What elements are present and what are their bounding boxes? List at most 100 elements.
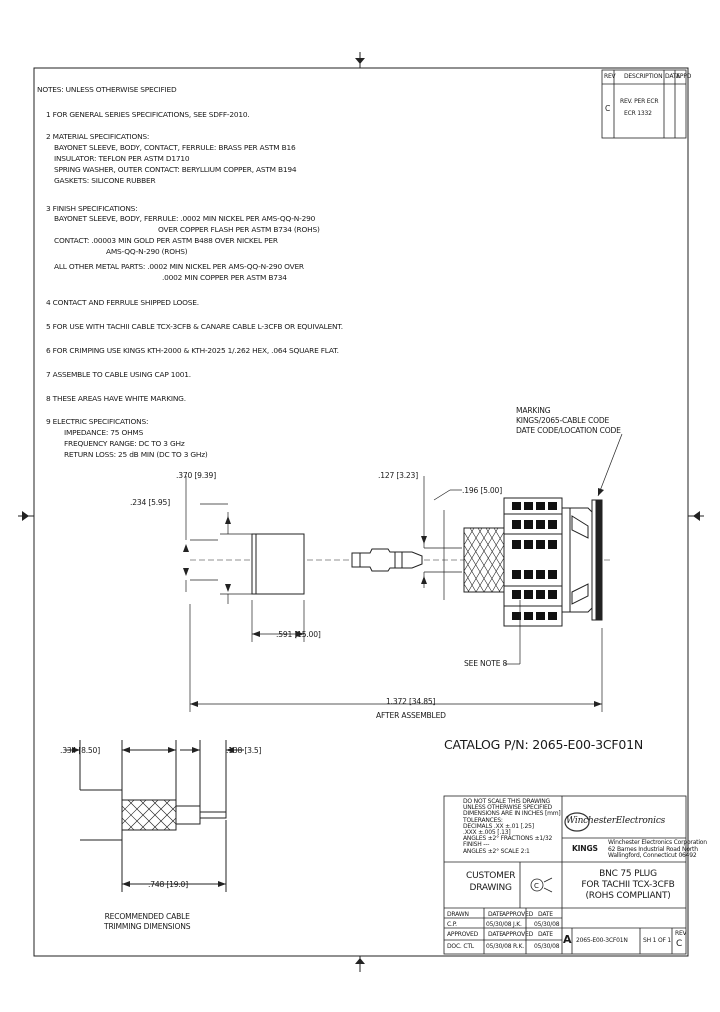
note-2: 2 MATERIAL SPECIFICATIONS: <box>46 132 150 141</box>
field-value: DOC. CTL <box>447 943 474 950</box>
field-label: APPROVED <box>447 931 479 938</box>
note-9-line: IMPEDANCE: 75 OHMS <box>64 428 144 437</box>
customer-drawing-label: CUSTOMER DRAWING <box>466 870 515 894</box>
note-3-line: AMS-QQ-N-290 (ROHS) <box>106 247 188 256</box>
kings-logo: KINGS <box>572 844 598 853</box>
trim-caption-line: TRIMMING DIMENSIONS <box>104 922 191 931</box>
company-logo: WinchesterElectronics <box>566 816 666 826</box>
field-label: APPROVED <box>502 911 534 918</box>
note-3: 3 FINISH SPECIFICATIONS: <box>46 204 138 213</box>
strip-dimension-138: .138 [3.5] <box>226 746 262 755</box>
dimension-591: .591 [15.00] <box>276 630 321 639</box>
strip-dimension-748: .748 [19.0] <box>148 880 188 889</box>
field-value: R.K. <box>513 943 524 950</box>
tolerance-line: ANGLES ±2° FRACTIONS ±1/32 <box>463 835 553 843</box>
note-4: 4 CONTACT AND FERRULE SHIPPED LOOSE. <box>46 298 199 307</box>
see-note-8-label: SEE NOTE 8 <box>464 659 508 668</box>
title-block-grid <box>443 795 687 955</box>
product-title-line: (ROHS COMPLIANT) <box>585 891 671 901</box>
sheet-number: SH 1 OF 1 <box>643 937 672 944</box>
tolerance-line: .XXX ±.005 [.13] <box>463 829 511 837</box>
note-3-line: OVER COPPER FLASH PER ASTM B734 (ROHS) <box>158 225 320 234</box>
field-label: DATE <box>488 931 503 938</box>
rev-field-label: REV <box>675 930 687 937</box>
field-value: 05/30/08 <box>534 943 560 950</box>
company-address: Winchester Electronics Corporation 62 Ba… <box>608 839 707 860</box>
revision-block <box>601 69 687 139</box>
dimension-370: .370 [9.39] <box>176 471 216 480</box>
company-line: 62 Barnes Industrial Road North <box>608 845 698 853</box>
note-3-line: CONTACT: .00003 MIN GOLD PER ASTM B488 O… <box>54 236 278 245</box>
dimension-1372: 1.372 [34.85] <box>386 697 436 706</box>
company-line: Wallingford, Connecticut 06492 <box>608 852 697 860</box>
field-label: DATE <box>538 931 553 938</box>
rev-header-appd: APPD <box>676 73 692 80</box>
note-2-line: INSULATOR: TEFLON PER ASTM D1710 <box>54 154 190 163</box>
marking-label: MARKING KINGS/2065-CABLE CODE DATE CODE/… <box>516 406 621 436</box>
trim-caption-line: RECOMMENDED CABLE <box>104 912 190 921</box>
field-label: DRAWN <box>447 911 469 918</box>
cable-trim-view <box>66 740 244 892</box>
catalog-part-number: CATALOG P/N: 2065-E00-3CF01N <box>444 737 643 752</box>
note-2-line: GASKETS: SILICONE RUBBER <box>54 176 156 185</box>
product-title: BNC 75 PLUG FOR TACHII TCX-3CFB (ROHS CO… <box>580 869 676 902</box>
customer-drawing-line: CUSTOMER <box>466 871 516 881</box>
drawing-frame <box>33 67 689 957</box>
svg-text:C: C <box>534 882 539 890</box>
company-line: Winchester Electronics Corporation <box>608 839 707 846</box>
note-3-line: .0002 MIN COPPER PER ASTM B734 <box>162 273 287 282</box>
dimension-196: .196 [5.00] <box>462 486 502 495</box>
tolerance-block: DO NOT SCALE THIS DRAWING UNLESS OTHERWI… <box>463 798 561 855</box>
note-9-line: RETURN LOSS: 25 dB MIN (DC TO 3 GHz) <box>64 450 208 459</box>
rev-header-date: DATE <box>665 73 680 80</box>
marking-line: DATE CODE/LOCATION CODE <box>516 426 621 435</box>
note-2-line: SPRING WASHER, OUTER CONTACT: BERYLLIUM … <box>54 165 297 174</box>
rev-letter: C <box>605 104 611 113</box>
note-9-line: FREQUENCY RANGE: DC TO 3 GHz <box>64 439 185 448</box>
rev-header-rev: REV <box>604 73 616 80</box>
sheet-size: A <box>563 933 572 946</box>
tolerance-line: DO NOT SCALE THIS DRAWING <box>463 798 551 805</box>
strip-dimension-334: .334 [8.50] <box>60 746 100 755</box>
tolerance-line: DIMENSIONS ARE IN INCHES [mm] <box>463 810 561 818</box>
field-value: C.P. <box>447 921 457 928</box>
note-7: 7 ASSEMBLE TO CABLE USING CAP 1001. <box>46 370 191 379</box>
rev-description-line: REV. PER ECR <box>620 98 659 105</box>
note-3-line: ALL OTHER METAL PARTS: .0002 MIN NICKEL … <box>54 262 304 271</box>
dimension-127: .127 [3.23] <box>378 471 418 480</box>
dimension-234: .234 [5.95] <box>130 498 170 507</box>
field-value: J.K. <box>513 921 522 928</box>
tolerance-line: TOLERANCES: <box>463 816 503 824</box>
rev-field-value: C <box>676 939 683 949</box>
tolerance-line: FINISH --- <box>463 841 490 849</box>
tolerance-line: UNLESS OTHERWISE SPECIFIED <box>463 804 552 812</box>
after-assembled-label: AFTER ASSEMBLED <box>376 711 446 720</box>
note-6: 6 FOR CRIMPING USE KINGS KTH-2000 & KTH-… <box>46 346 339 355</box>
tolerance-line: DECIMALS .XX ±.01 [.25] <box>463 822 534 830</box>
field-label: APPROVED <box>502 931 534 938</box>
marking-line: MARKING <box>516 406 551 415</box>
customer-drawing-line: DRAWING <box>469 883 512 893</box>
note-5: 5 FOR USE WITH TACHII CABLE TCX-3CFB & C… <box>46 322 343 331</box>
note-2-line: BAYONET SLEEVE, BODY, CONTACT, FERRULE: … <box>54 143 296 152</box>
field-value: 05/30/08 <box>486 921 512 928</box>
tolerance-line: ANGLES ±2° SCALE 2:1 <box>463 847 530 855</box>
trim-caption: RECOMMENDED CABLE TRIMMING DIMENSIONS <box>104 912 191 932</box>
field-value: 05/30/08 <box>486 943 512 950</box>
note-1: 1 FOR GENERAL SERIES SPECIFICATIONS, SEE… <box>46 110 250 119</box>
note-8: 8 THESE AREAS HAVE WHITE MARKING. <box>46 394 186 403</box>
product-title-line: BNC 75 PLUG <box>599 869 657 879</box>
field-label: DATE <box>538 911 553 918</box>
winchester-logo-mark <box>564 812 590 832</box>
rev-description-line: ECR 1332 <box>624 110 652 117</box>
rev-header-description: DESCRIPTION <box>624 73 663 80</box>
drawing-number: 2065-E00-3CF01N <box>576 937 628 944</box>
product-title-line: FOR TACHII TCX-3CFB <box>581 880 675 890</box>
field-value: 05/30/08 <box>534 921 560 928</box>
note-9: 9 ELECTRIC SPECIFICATIONS: <box>46 417 149 426</box>
connector-assembly <box>190 497 610 627</box>
field-label: DATE <box>488 911 503 918</box>
marking-line: KINGS/2065-CABLE CODE <box>516 416 610 425</box>
